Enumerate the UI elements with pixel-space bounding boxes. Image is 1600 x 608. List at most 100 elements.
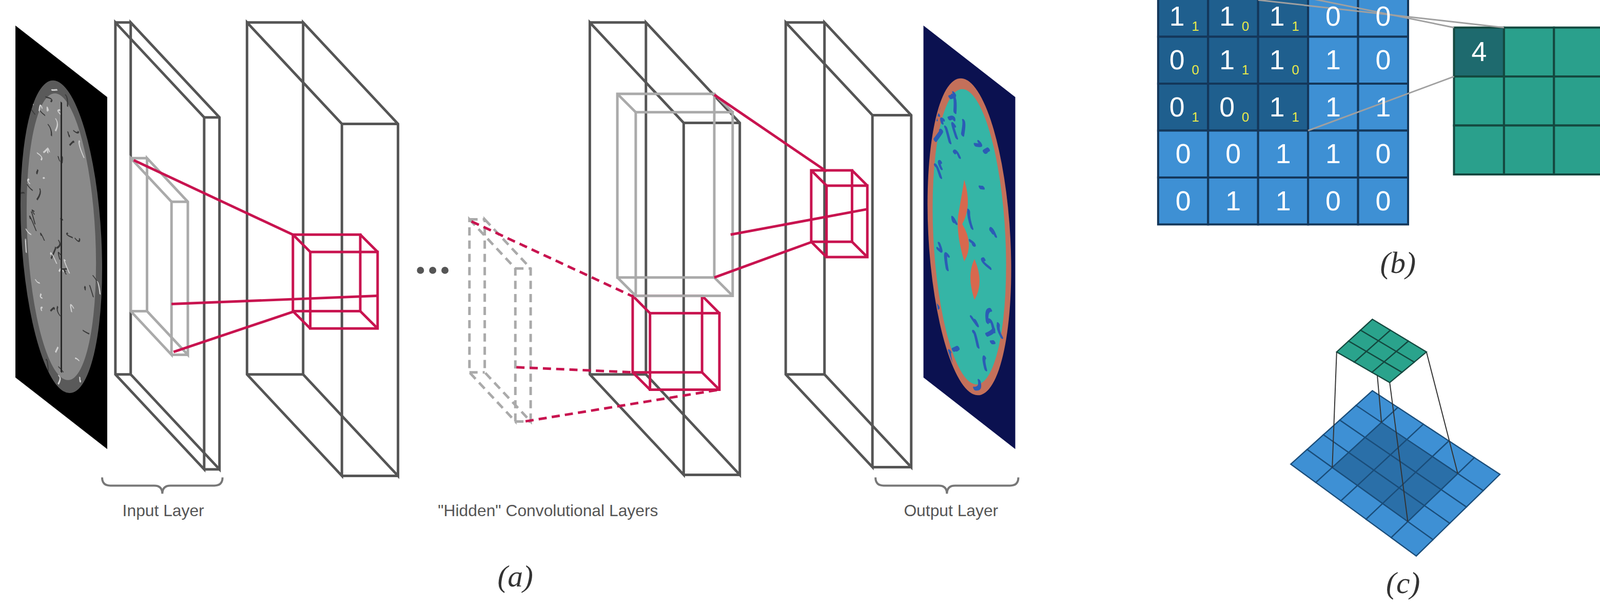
kernel-window-dashed	[469, 219, 531, 422]
output-value: 4	[1471, 38, 1487, 67]
input-cell	[1308, 177, 1358, 225]
feature-cube-edge	[293, 310, 311, 329]
input-cell	[1207, 130, 1258, 178]
input-cell	[1158, 83, 1208, 131]
input-value: 0	[1375, 140, 1392, 168]
feature-cube-edge	[632, 296, 651, 314]
projection-line	[1332, 352, 1337, 468]
feature-cube-edge	[701, 372, 720, 390]
brain-fold	[18, 105, 26, 117]
kernel-weight: 0	[1191, 63, 1199, 77]
brain-fold	[74, 234, 81, 243]
projection-line	[1389, 382, 1408, 522]
kernel-weight: 1	[1241, 63, 1250, 77]
brain-fold	[17, 187, 25, 199]
feature-cube-edge	[293, 234, 311, 252]
brain-fold	[36, 152, 43, 161]
input-layer-slab-edge	[204, 115, 220, 119]
seg-region	[983, 356, 986, 370]
receptive-field-line	[471, 221, 634, 297]
brain-fold	[36, 168, 38, 175]
brain-fold	[43, 176, 45, 180]
brain-fold	[51, 85, 58, 95]
seg-region	[990, 393, 994, 408]
input-cell	[1207, 36, 1258, 84]
kernel-window-back	[147, 158, 189, 355]
ellipsis-dot	[441, 266, 449, 275]
ellipsis-dot	[416, 266, 424, 275]
brain-fold	[35, 279, 41, 284]
input-cell	[1308, 0, 1358, 37]
input-cell	[1358, 0, 1409, 37]
output-cell	[1504, 27, 1554, 77]
hidden-layer-slab-edge	[785, 21, 825, 24]
brain-fold	[27, 178, 30, 184]
kernel-weight: 1	[1191, 110, 1199, 125]
kernel-window-front	[130, 158, 172, 355]
brain-fold	[90, 394, 95, 403]
brain-fold	[57, 375, 61, 386]
brain-fold	[89, 285, 94, 298]
input-value: 1	[1275, 140, 1292, 168]
output-cell	[1453, 27, 1504, 77]
kernel-window-dashed-edge	[469, 371, 485, 374]
seg-region	[945, 253, 949, 271]
input-value: 1	[1225, 187, 1241, 216]
input-value: 1	[1269, 93, 1285, 122]
input-cell	[1158, 36, 1208, 84]
seg-region	[1002, 150, 1005, 153]
panel-label: (b)	[1379, 247, 1416, 279]
feature-cube-edge	[811, 241, 827, 258]
hidden-layer-slab-front	[246, 22, 342, 477]
brain-fold	[47, 107, 49, 113]
brain-fold	[43, 145, 48, 155]
hidden-layer-slab-edge	[246, 373, 303, 376]
input-value: 0	[1375, 187, 1392, 216]
convolution-perspective	[1290, 319, 1500, 556]
seg-region	[938, 242, 942, 252]
panel-label: (c)	[1386, 568, 1420, 600]
input-value: 0	[1375, 2, 1392, 31]
brain-fold	[50, 304, 54, 314]
input-value: 0	[1225, 140, 1241, 168]
input-value: 1	[1325, 46, 1341, 74]
seg-region	[982, 258, 991, 269]
feature-cube-edge	[851, 241, 868, 258]
seg-region	[953, 344, 959, 355]
brain-fold	[28, 101, 35, 115]
input-cell	[1258, 83, 1309, 131]
output-grid-cell	[1372, 361, 1402, 383]
feature-cube-front	[632, 296, 702, 373]
input-value: 1	[1269, 46, 1285, 74]
input-value: 0	[1325, 187, 1341, 216]
convolution-example	[1158, 0, 1600, 225]
brain-fold	[69, 138, 74, 149]
brain-fold	[70, 304, 74, 314]
brain-fold	[36, 68, 41, 82]
brain-fold	[36, 186, 41, 203]
kernel-window-edge	[617, 277, 636, 297]
seg-region	[954, 150, 960, 158]
brain-fold	[28, 339, 30, 344]
input-layer-slab-edge	[115, 373, 131, 376]
seg-region	[988, 319, 994, 332]
hidden-layer-slab	[589, 22, 740, 476]
seg-region	[990, 228, 996, 237]
brain-fold	[30, 89, 33, 106]
hidden-layer-slab-edge	[872, 113, 912, 117]
input-cell	[1308, 83, 1358, 131]
brain-fold	[57, 155, 61, 162]
feature-cube-edge	[701, 296, 720, 314]
seg-region	[949, 114, 954, 123]
output-cell	[1553, 27, 1600, 77]
brain-fold	[55, 118, 58, 133]
input-value: 1	[1219, 46, 1235, 74]
brain-fold	[45, 94, 53, 103]
kernel-weight: 0	[1291, 63, 1299, 77]
input-cell	[1358, 36, 1409, 84]
input-layer-slab-edge	[204, 467, 220, 471]
brain-fold	[64, 270, 67, 275]
brain-fold	[57, 108, 61, 115]
brain-fold	[56, 305, 61, 317]
